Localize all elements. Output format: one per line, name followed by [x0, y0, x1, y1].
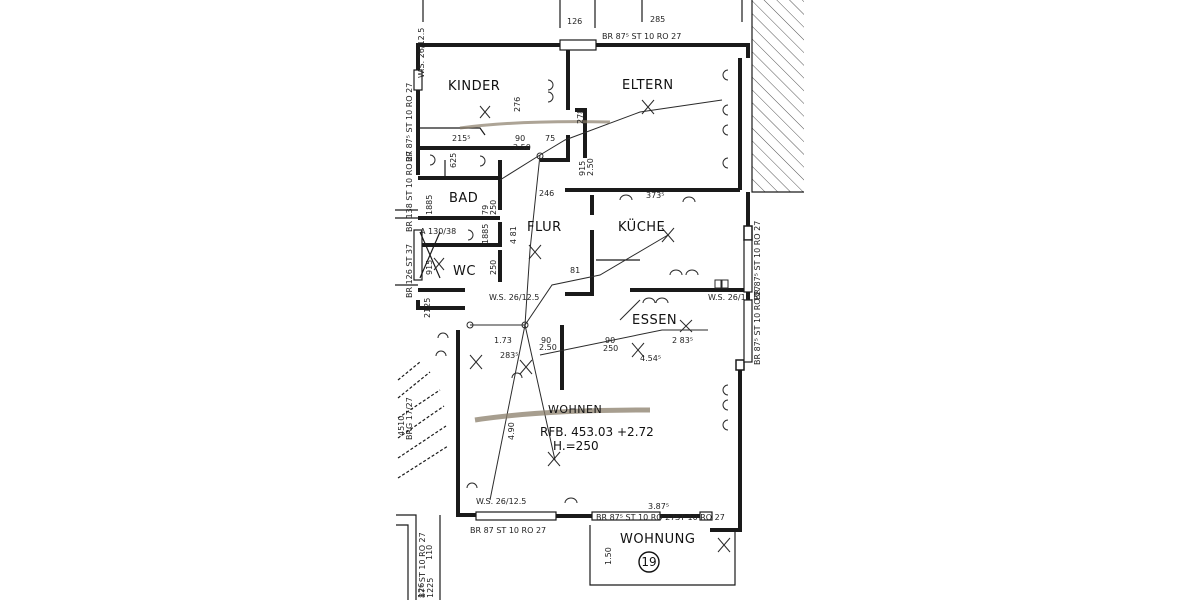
window-label-left-bottom: 87⁵ ST 10 RO 27: [418, 532, 427, 598]
dim-250-essen-right: 250: [603, 344, 618, 353]
window-label-right-kueche: BR 87⁵ ST 10 RO 27: [753, 221, 762, 300]
dim-173: 1.73: [494, 336, 512, 345]
dim-4510: 4510: [397, 416, 406, 436]
dim-79: 79: [481, 205, 490, 215]
dim-2835-left: 283⁵: [500, 351, 518, 360]
ws-flur: W.S. 26/12.5: [489, 293, 539, 302]
dim-481: 4 81: [509, 226, 518, 244]
room-label-kueche: KÜCHE: [618, 218, 665, 235]
rfb-reference: RFB. 453.03: [540, 425, 613, 439]
room-label-essen: ESSEN: [632, 313, 677, 328]
ws-kinder: W.S. 26/12.5: [417, 28, 426, 78]
room-label-eltern: ELTERN: [622, 78, 674, 93]
dim-2835-right: 2 83⁵: [672, 336, 693, 345]
window-label-left-upper: BR 87⁵ ST 10 RO 27: [405, 83, 414, 162]
dim-1885: 1885: [425, 195, 434, 215]
ws-kueche: W.S. 26/12.5: [708, 293, 758, 302]
dim-126-bottom: 126: [417, 583, 426, 598]
room-specification: RFB. 453.03 +2.72 H.=250: [540, 425, 654, 453]
window-markers: [413, 39, 753, 521]
dim-1885-wc: 1885: [481, 224, 490, 244]
dim-250-bad: 250: [489, 200, 498, 215]
room-labels: KINDER ELTERN BAD FLUR KÜCHE WC ESSEN WO…: [448, 78, 695, 547]
dim-250-essen: 2.50: [539, 343, 557, 352]
unit-number-badge: 19: [638, 551, 660, 573]
window-label-bottom-mid: BR 87⁵ ST 10 RO 27: [596, 513, 675, 522]
room-label-kinder: KINDER: [448, 79, 500, 94]
dim-250-eltern: 2.50: [586, 158, 595, 176]
wiring-lines: [470, 99, 723, 501]
dim-276: 276: [513, 97, 522, 112]
window-label-left-wc: BR 126 ST 37: [405, 244, 414, 298]
dim-130-38: A 130/38: [420, 227, 456, 236]
window-label-bottom-left: BR 87 ST 10 RO 27: [470, 526, 546, 535]
dim-150: 1.50: [604, 547, 613, 565]
dim-90-essen: 90: [541, 336, 551, 345]
window-label-right-essen: BR 87⁵ ST 10 RO 27: [753, 286, 762, 365]
ceiling-lights: [433, 99, 731, 553]
dimension-labels: 126 285 276 278 215⁵ 90 2.50 75 246 915 …: [397, 15, 758, 598]
dim-75: 75: [545, 134, 555, 143]
dim-490: 4.90: [507, 422, 516, 440]
dim-1225: 1225: [426, 578, 435, 598]
dim-110: 110: [425, 545, 434, 560]
dim-2155: 215⁵: [452, 134, 470, 143]
dim-250-top: 2.50: [513, 143, 531, 152]
dim-2125: 2125: [423, 298, 432, 318]
window-label-wohnen-left: BRG 17/27: [405, 397, 414, 440]
room-label-wc: WC: [453, 264, 476, 279]
dim-250-wc: 250: [489, 260, 498, 275]
neighbor-hatched-area: [641, 0, 804, 193]
window-annotations: BR 87⁵ ST 10 RO 27 BR 87⁵ ST 10 RO 27 BR…: [405, 32, 762, 598]
ws-wohnen: W.S. 26/12.5: [476, 497, 526, 506]
dim-90-top: 90: [515, 134, 525, 143]
room-label-wohnung: WOHNUNG: [620, 532, 695, 547]
unit-number: 19: [641, 555, 656, 569]
neighbor-walls-left: [395, 209, 449, 600]
window-label-top: BR 87⁵ ST 10 RO 27: [602, 32, 681, 41]
scan-edge-lines: [422, 0, 596, 28]
apartment-walls: [416, 43, 753, 586]
dim-3735: 373⁵: [646, 191, 664, 200]
scan-smudges: [459, 120, 651, 423]
dim-915: 915: [578, 161, 587, 176]
ceiling-height: H.=250: [553, 439, 599, 453]
dim-4545: 4.54⁵: [640, 354, 661, 363]
room-label-bad: BAD: [449, 191, 478, 206]
floor-level: +2.72: [617, 425, 654, 439]
window-label-bottom-right: ST 10 RO 27: [675, 513, 725, 522]
dim-246: 246: [539, 189, 554, 198]
dim-3875: 3.87⁵: [648, 502, 669, 511]
window-label-left-bad: BR 138 ST 10 RO 27: [405, 151, 414, 232]
wall-sockets: [429, 69, 729, 504]
dim-278: 278: [576, 109, 585, 124]
dim-915-wc: 915: [425, 260, 434, 275]
dim-90-essen-right: 90: [605, 336, 615, 345]
dim-126: 126: [567, 17, 582, 26]
room-label-flur: FLUR: [527, 220, 562, 235]
room-label-wohnen: WOHNEN: [548, 403, 602, 416]
dim-81: 81: [570, 266, 580, 275]
dim-285: 285: [650, 15, 665, 24]
dim-625: 625: [449, 153, 458, 168]
